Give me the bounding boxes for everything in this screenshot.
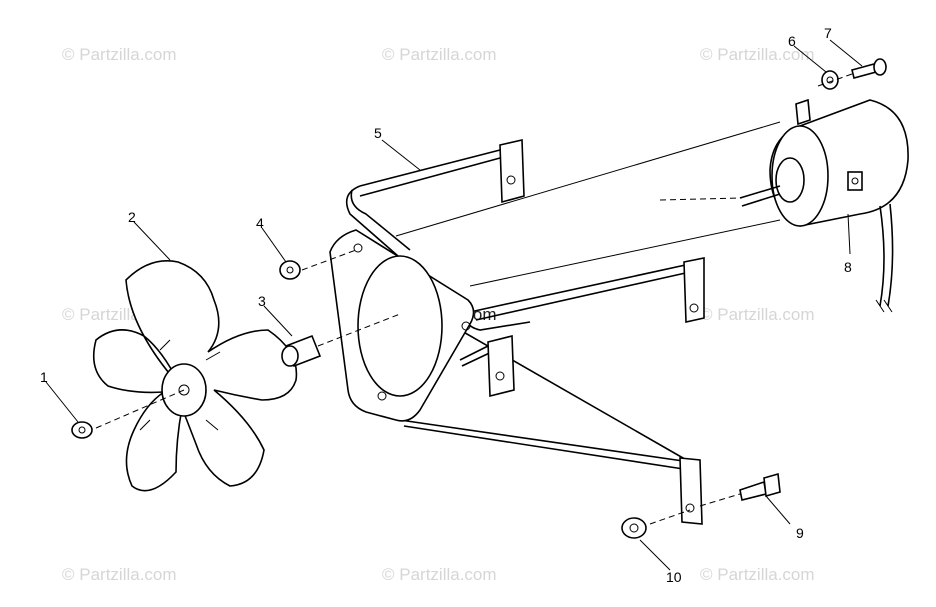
- callout-8: 8: [844, 259, 852, 275]
- watermarks: © Partzilla.com © Partzilla.com © Partzi…: [62, 45, 815, 584]
- callout-9: 9: [796, 525, 804, 541]
- leader-lines: [45, 39, 863, 571]
- callout-10: 10: [666, 569, 682, 585]
- motor-screw: [851, 58, 887, 79]
- plate-nut: [279, 260, 301, 280]
- callout-5: 5: [374, 125, 382, 141]
- fan-bracket: [329, 121, 781, 525]
- washer: [821, 70, 839, 90]
- watermark-top-left: © Partzilla.com: [62, 45, 177, 64]
- callouts: 1 2 3 4 5 6 7 8 9 10: [40, 25, 852, 585]
- bracket-nut: [621, 517, 647, 539]
- assembly-lines: [95, 73, 853, 525]
- watermark-mid-right: © Partzilla.com: [700, 305, 815, 324]
- callout-4: 4: [256, 215, 264, 231]
- callout-2: 2: [128, 209, 136, 225]
- callout-1: 1: [40, 369, 48, 385]
- watermark-top-right: © Partzilla.com: [700, 45, 815, 64]
- fan-motor: [739, 98, 909, 313]
- fan-nut: [71, 421, 93, 439]
- callout-7: 7: [824, 25, 832, 41]
- callout-3: 3: [258, 293, 266, 309]
- fan-blade: [92, 260, 298, 492]
- watermark-top-center: © Partzilla.com: [382, 45, 497, 64]
- watermark-bottom-right: © Partzilla.com: [700, 565, 815, 584]
- bracket-bolt: [739, 472, 781, 501]
- watermark-bottom-center: © Partzilla.com: [382, 565, 497, 584]
- watermark-bottom-left: © Partzilla.com: [62, 565, 177, 584]
- callout-6: 6: [788, 33, 796, 49]
- spacer: [281, 334, 322, 368]
